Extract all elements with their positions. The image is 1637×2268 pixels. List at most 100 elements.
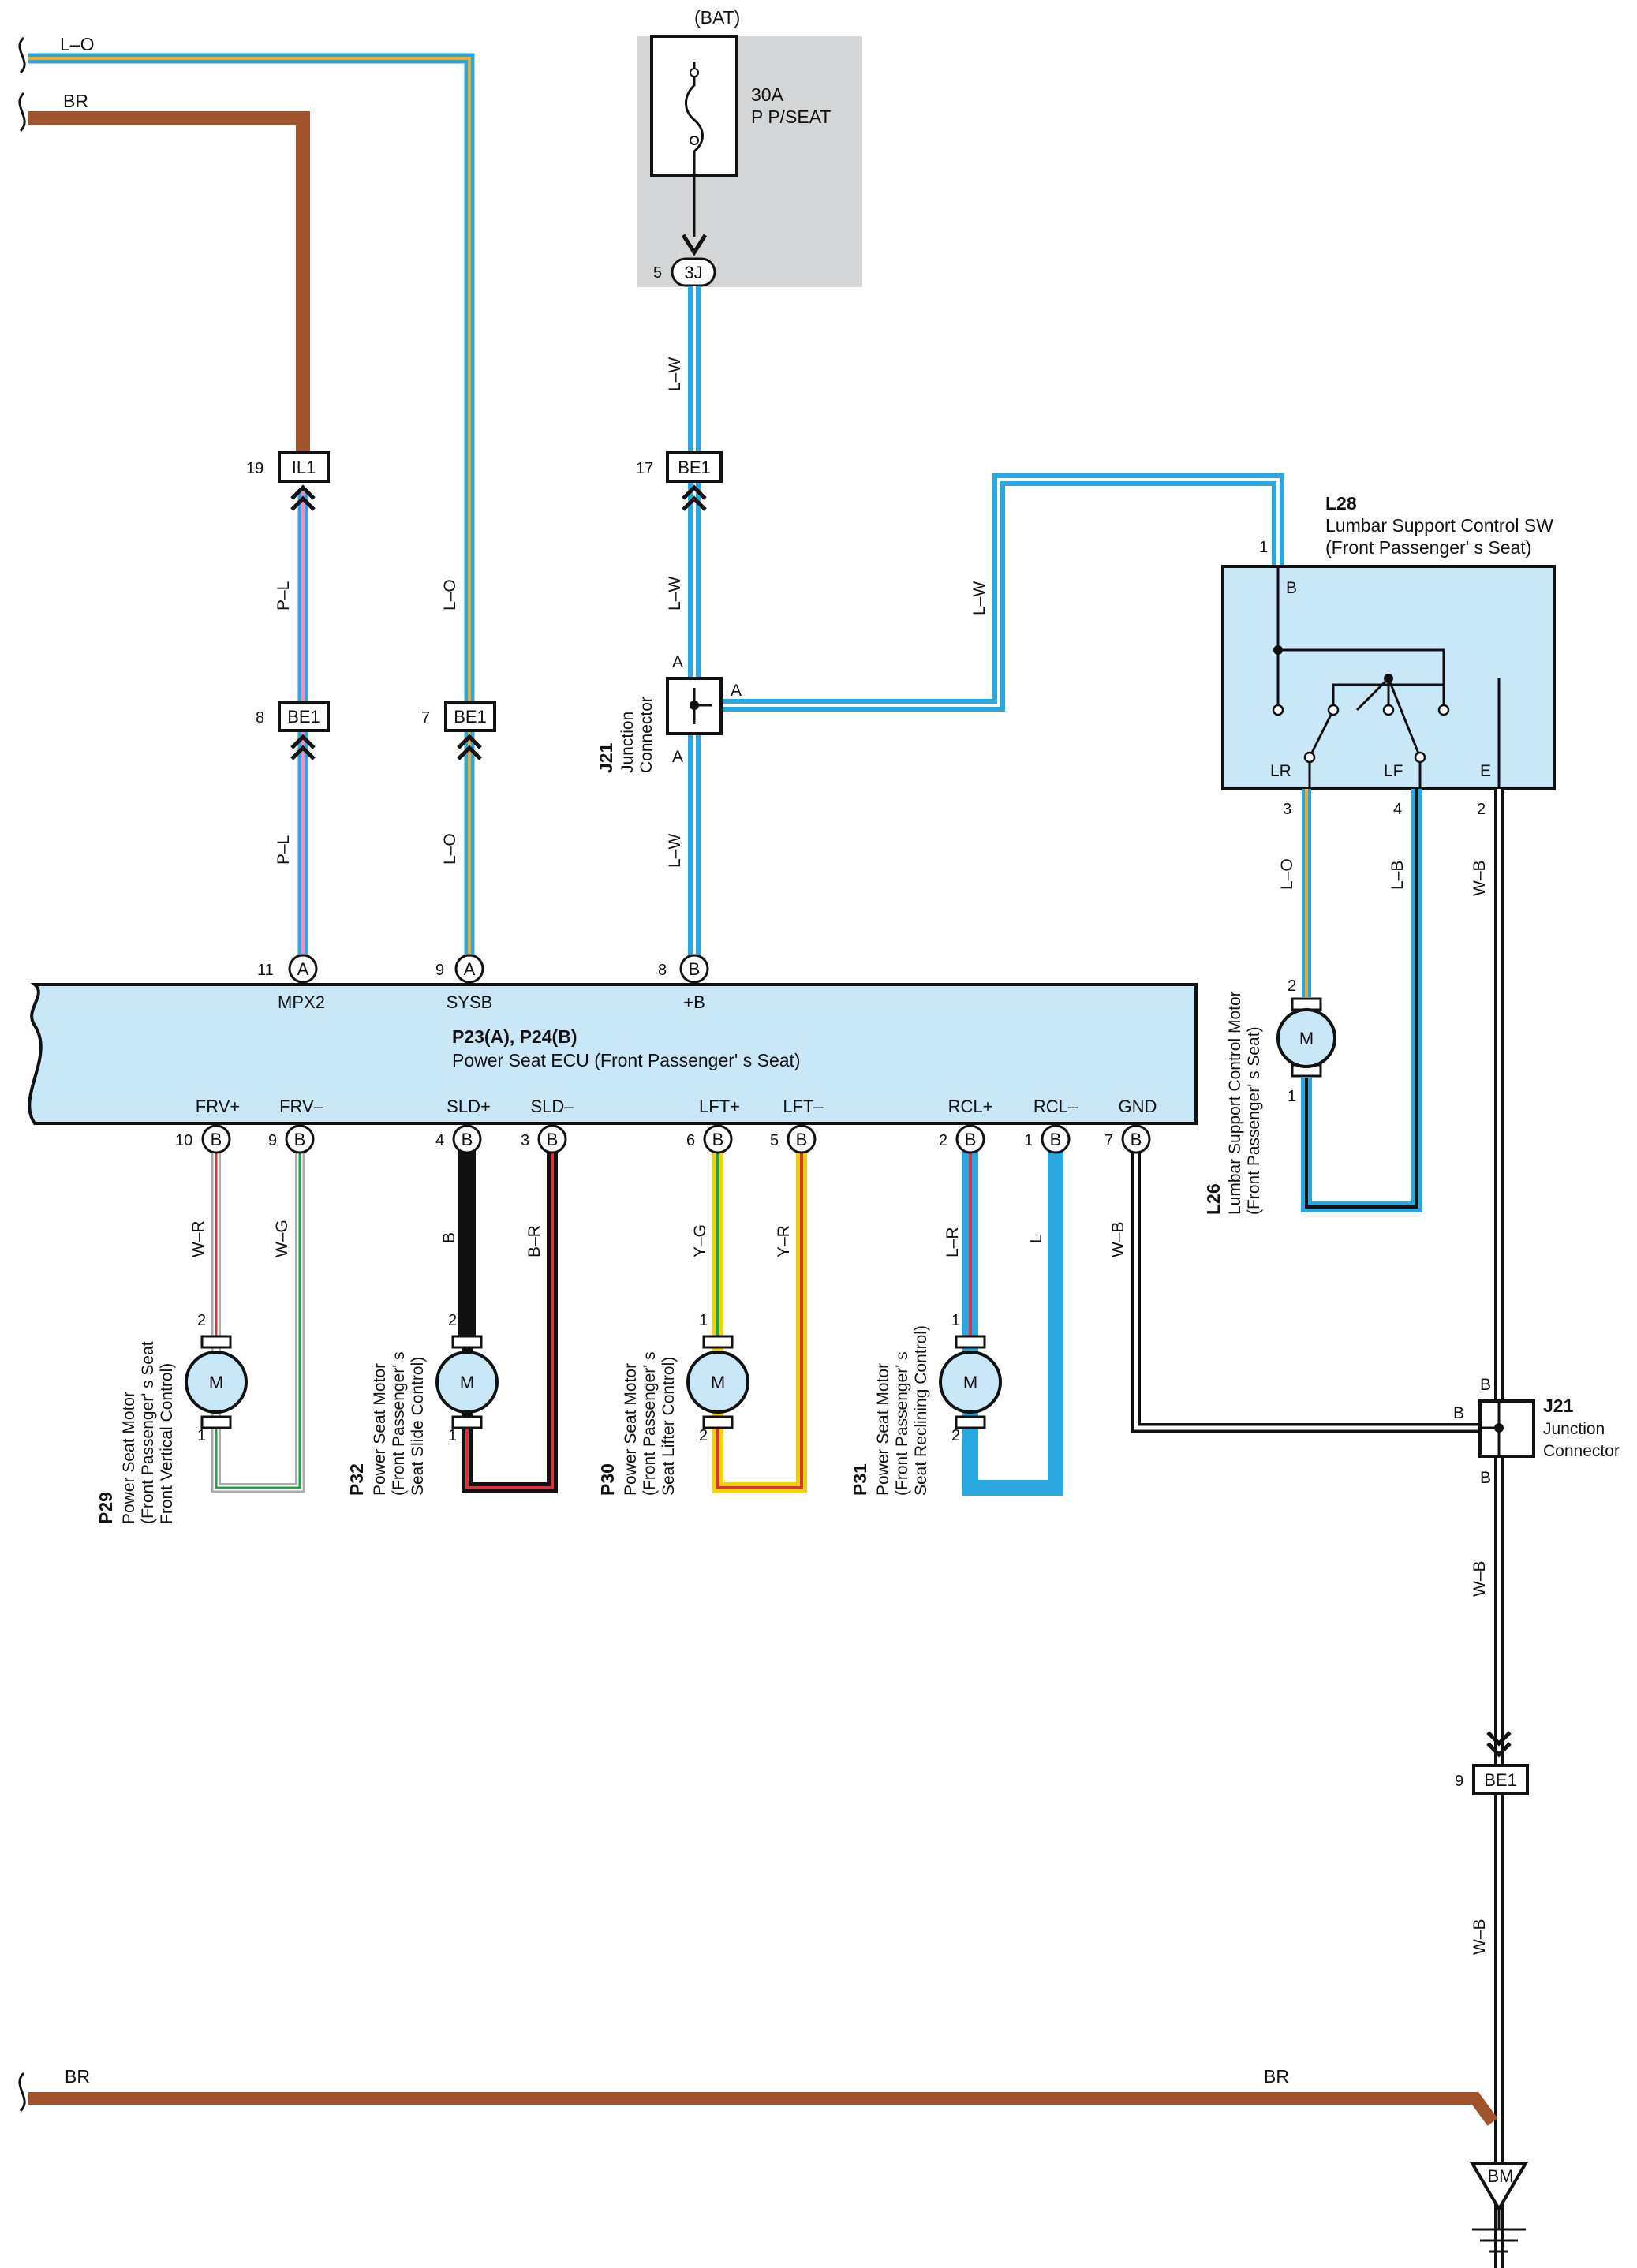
junction-left-pin-right: A bbox=[731, 682, 742, 700]
lumbar-switch-pin-lf: 4 bbox=[1393, 801, 1402, 818]
lumbar-switch-term-lr: LR bbox=[1270, 762, 1291, 780]
wire-break-icon bbox=[18, 92, 26, 133]
lw-horizontal-label: L–W bbox=[970, 581, 989, 615]
motor-p31: 1 M 2 P31 Power Seat Motor (Front Passen… bbox=[850, 1312, 1002, 1496]
lo-column: L–O BE1 7 L–O bbox=[421, 579, 496, 961]
motor-p29-pin-bottom: 1 bbox=[197, 1427, 206, 1444]
motor-p31-line1: Power Seat Motor bbox=[874, 1363, 892, 1496]
connector-arrow-icon bbox=[290, 734, 316, 760]
motor-p32: 2 M 1 P32 Power Seat Motor (Front Passen… bbox=[346, 1312, 499, 1496]
connector-arrow-icon bbox=[1486, 1731, 1512, 1758]
lumbar-switch-term-lf: LF bbox=[1384, 762, 1403, 780]
ecu-pin-a-9 bbox=[454, 954, 484, 984]
connector-il1 bbox=[278, 451, 330, 483]
pl-upper-label: P–L bbox=[275, 581, 293, 611]
ecu-top-label-b: +B bbox=[683, 992, 705, 1012]
connector-il1-pin: 19 bbox=[246, 460, 263, 477]
lumbar-e-label: W–B bbox=[1471, 860, 1489, 896]
ecu-letter-6: B bbox=[965, 1130, 977, 1149]
connector-be1-lo-pin: 7 bbox=[421, 709, 430, 727]
label-rcl-minus: L bbox=[1027, 1234, 1045, 1243]
lumbar-motor-pin-top: 2 bbox=[1288, 977, 1296, 995]
lw-column: L–W BE1 17 L–W L–W L–W A A A J21 Junctio… bbox=[596, 286, 1284, 961]
motor-p32-code: P32 bbox=[346, 1463, 367, 1496]
ecu-name: Power Seat ECU (Front Passenger' s Seat) bbox=[452, 1050, 801, 1070]
junction-right-code: J21 bbox=[1543, 1396, 1574, 1416]
ecu-pin-a-11 bbox=[288, 954, 318, 984]
connector-be1-lo-label: BE1 bbox=[454, 707, 487, 727]
motor-p31-code: P31 bbox=[850, 1463, 870, 1496]
wire-break-icon bbox=[18, 36, 26, 74]
connector-il1-label: IL1 bbox=[292, 458, 316, 477]
junction-left-line2: Connector bbox=[637, 697, 656, 773]
motor-p31-line2: (Front Passenger' s bbox=[893, 1351, 911, 1496]
junction-left-line1: Junction bbox=[619, 712, 637, 773]
ecu-letter-5: B bbox=[796, 1130, 808, 1149]
ecu-pin-1: 9 bbox=[268, 1132, 277, 1149]
fuse-block: (BAT) 30A P P/SEAT 5 3J bbox=[637, 7, 862, 287]
ecu-code: P23(A), P24(B) bbox=[452, 1026, 577, 1047]
lumbar-motor: 2 M 1 L26 Lumbar Support Control Motor (… bbox=[1203, 977, 1336, 1215]
ecu-pin-6: 2 bbox=[939, 1132, 947, 1149]
lumbar-motor-pin-bottom: 1 bbox=[1288, 1088, 1296, 1105]
connector-be1-lo bbox=[444, 701, 496, 732]
junction-right-pin-top: B bbox=[1480, 1376, 1491, 1394]
label-lft-minus: Y–R bbox=[775, 1225, 793, 1257]
connector-arrow-icon bbox=[682, 484, 707, 511]
top-br-label: BR bbox=[63, 91, 88, 111]
lo-lower-label: L–O bbox=[441, 833, 459, 865]
junction-right-line1: Junction bbox=[1543, 1420, 1605, 1438]
lumbar-switch-code: L28 bbox=[1325, 493, 1357, 514]
ecu-top-label-sysb: SYSB bbox=[447, 992, 493, 1012]
connector-arrow-icon bbox=[457, 734, 482, 760]
connector-be1-lw bbox=[666, 451, 723, 483]
motor-p30: 1 M 2 P30 Power Seat Motor (Front Passen… bbox=[597, 1312, 749, 1496]
ecu-pin-b-8 bbox=[679, 954, 709, 984]
motor-p30-pin-top: 1 bbox=[699, 1312, 708, 1329]
motor-p31-line3: Seat Reclining Control) bbox=[912, 1325, 930, 1496]
label-lft-plus: Y–G bbox=[691, 1224, 709, 1257]
ecu-label-gnd: GND bbox=[1119, 1097, 1157, 1116]
ecu-pin-8: 7 bbox=[1104, 1132, 1113, 1149]
lumbar-switch-term-b: B bbox=[1286, 579, 1297, 597]
ecu-top-pin-0: 11 bbox=[257, 962, 274, 979]
bottom-ground: BR BR BM bbox=[18, 2066, 1529, 2253]
motor-p30-code: P30 bbox=[597, 1463, 618, 1496]
ecu-pin-3: 3 bbox=[521, 1132, 529, 1149]
junction-connector-right: B B B J21 Junction Connector W–B BE1 9 W… bbox=[1453, 1376, 1620, 1955]
motor-p30-line2: (Front Passenger' s bbox=[641, 1351, 659, 1496]
ecu-top-label-mpx2: MPX2 bbox=[278, 992, 325, 1012]
lumbar-motor-code: L26 bbox=[1203, 1183, 1224, 1215]
ecu-pin-4: 6 bbox=[686, 1132, 695, 1149]
ecu-top-letter-1: A bbox=[464, 959, 476, 979]
pl-column: IL1 19 P–L BE1 8 P–L bbox=[246, 451, 330, 961]
ground-symbol-icon bbox=[1472, 2209, 1526, 2253]
battery-pin: 5 bbox=[653, 264, 662, 282]
motor-p29-line3: Front Vertical Control) bbox=[158, 1363, 176, 1524]
lumbar-switch-line1: Lumbar Support Control SW bbox=[1325, 515, 1553, 536]
label-frv-plus: W–R bbox=[189, 1220, 207, 1257]
label-sld-minus: B–R bbox=[525, 1225, 544, 1257]
lumbar-switch-pin-lr: 3 bbox=[1283, 801, 1291, 818]
motor-p30-symbol: M bbox=[711, 1373, 725, 1392]
motor-p31-pin-bottom: 2 bbox=[951, 1427, 960, 1444]
junction-left-pin-top: A bbox=[672, 653, 683, 671]
connector-arrow-icon bbox=[290, 484, 316, 511]
connector-be1-lw-pin: 17 bbox=[636, 460, 653, 477]
motor-p32-line2: (Front Passenger' s bbox=[390, 1351, 408, 1496]
connector-be1-lw-label: BE1 bbox=[678, 458, 711, 477]
motor-wires bbox=[211, 1139, 1480, 1496]
lumbar-switch-pin-e: 2 bbox=[1477, 801, 1486, 818]
ecu-letter-7: B bbox=[1050, 1130, 1062, 1149]
motor-p32-line1: Power Seat Motor bbox=[371, 1363, 389, 1496]
lumbar-motor-line2: (Front Passenger' s Seat) bbox=[1245, 1026, 1263, 1215]
ecu-body bbox=[28, 983, 1198, 1125]
connector-be1-pl bbox=[278, 701, 330, 732]
bottom-br-right-label: BR bbox=[1264, 2066, 1289, 2087]
motor-icon bbox=[185, 1351, 248, 1414]
ecu-letter-3: B bbox=[547, 1130, 559, 1149]
motor-wire-labels: W–R W–G B B–R Y–G Y–R L–R L W–B bbox=[189, 1220, 1127, 1257]
wire-lumbar-lb bbox=[1301, 789, 1422, 1212]
motor-p29-pin-top: 2 bbox=[197, 1312, 206, 1329]
battery-label: (BAT) bbox=[694, 7, 740, 28]
